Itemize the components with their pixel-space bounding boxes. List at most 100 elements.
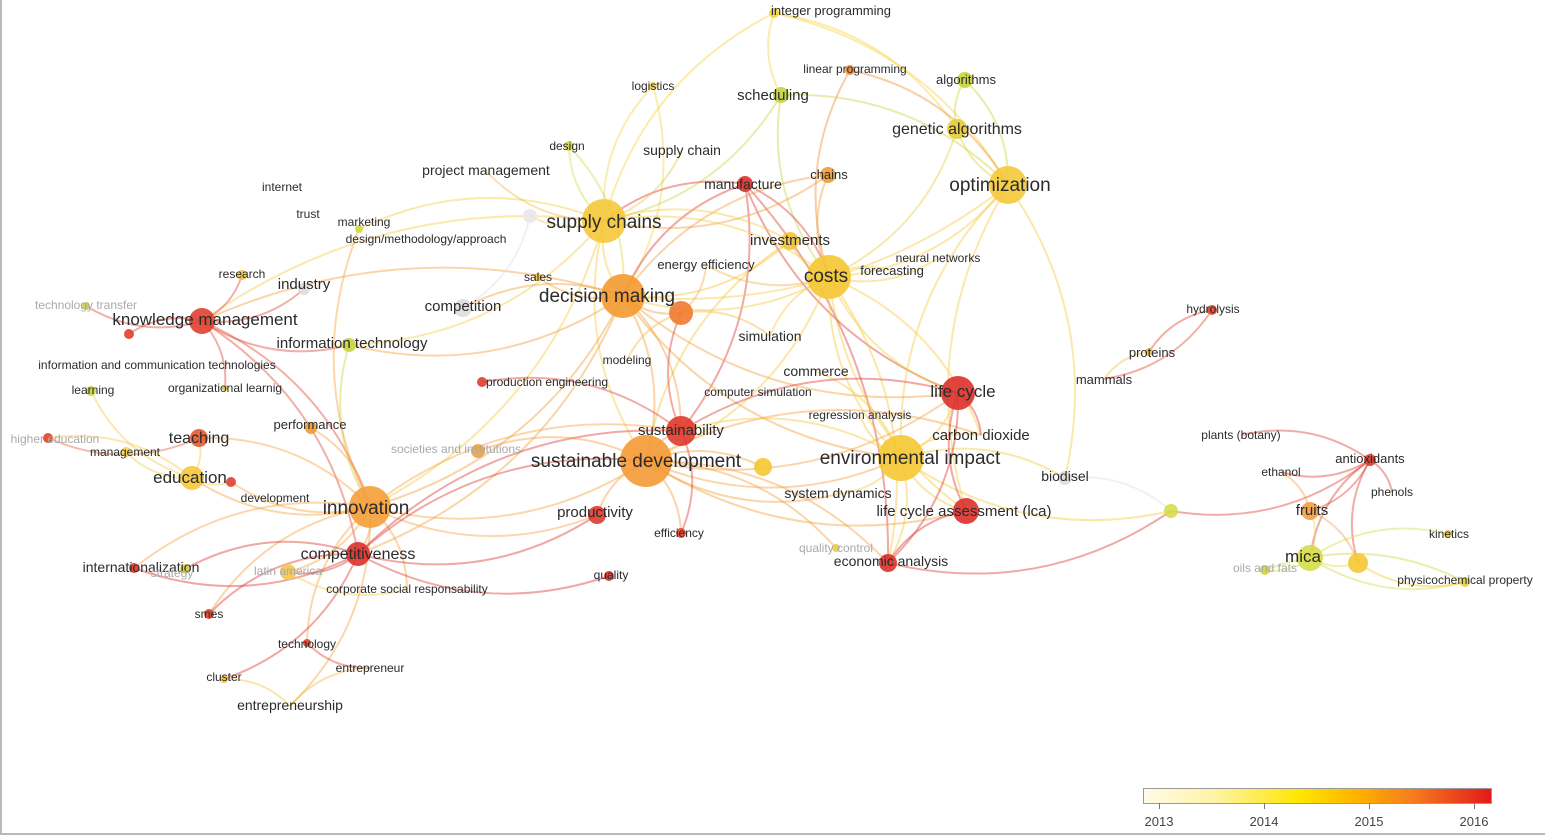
node-label-learning[interactable]: learning	[72, 383, 115, 397]
node-technology-transfer[interactable]	[82, 302, 90, 310]
node-label-management[interactable]: management	[90, 445, 161, 459]
node-sustainability[interactable]	[666, 416, 696, 446]
node-decision-making[interactable]	[601, 274, 645, 318]
node-label-latin-america[interactable]: latin america	[254, 564, 322, 578]
node-logistics[interactable]	[649, 82, 657, 90]
node-industry[interactable]	[298, 283, 310, 295]
node-label-internationalization[interactable]: internationalization	[83, 559, 200, 575]
node-label-manufacture[interactable]: manufacture	[704, 176, 782, 192]
node-internationalization[interactable]	[129, 563, 139, 573]
node-label-environmental-impact[interactable]: environmental impact	[820, 448, 1001, 469]
node-label-research[interactable]: research	[219, 267, 266, 281]
node-label-decision-making[interactable]: decision making	[539, 286, 675, 307]
node-optimization[interactable]	[989, 166, 1027, 204]
node-hydrolysis[interactable]	[1207, 305, 1217, 315]
node-label-supply-chains[interactable]: supply chains	[546, 212, 661, 233]
node-label-entrepreneur[interactable]: entrepreneur	[336, 661, 405, 675]
node-label-performance[interactable]: performance	[274, 417, 347, 432]
node-label-sustainable-development[interactable]: sustainable development	[531, 451, 742, 472]
node-smes[interactable]	[204, 609, 214, 619]
node-societies-and-institutions[interactable]	[471, 444, 485, 458]
node-quality[interactable]	[604, 571, 614, 581]
node-productivity[interactable]	[588, 506, 606, 524]
node-economic-analysis[interactable]	[879, 554, 897, 572]
node-label-teaching[interactable]: teaching	[169, 430, 230, 447]
node-label-oils-and-fats[interactable]: oils and fats	[1233, 561, 1297, 575]
node-label-neural-networks[interactable]: neural networks	[896, 251, 981, 265]
node-management[interactable]	[121, 447, 131, 457]
node-label-sustainability[interactable]: sustainability	[638, 422, 724, 439]
node-label-ethanol[interactable]: ethanol	[1261, 465, 1300, 479]
node-innovation[interactable]	[349, 486, 391, 528]
node-label-mammals[interactable]: mammals	[1076, 372, 1133, 387]
node-label-cluster[interactable]: cluster	[206, 670, 241, 684]
node-proteins[interactable]	[1145, 348, 1153, 356]
node-label-costs[interactable]: costs	[804, 266, 848, 287]
node-label-competition[interactable]: competition	[425, 298, 502, 315]
node-teaching[interactable]	[190, 429, 208, 447]
node-label-energy-efficiency[interactable]: energy efficiency	[657, 257, 755, 272]
node-label-entrepreneurship[interactable]: entrepreneurship	[237, 697, 343, 713]
node-fruits[interactable]	[1301, 502, 1319, 520]
node-competition[interactable]	[454, 299, 472, 317]
node-label-carbon-dioxide[interactable]: carbon dioxide	[932, 427, 1030, 444]
node-design[interactable]	[564, 141, 574, 151]
node-label-competitiveness[interactable]: competitiveness	[301, 546, 416, 563]
node-label-organizational-learnig[interactable]: organizational learnig	[168, 381, 282, 395]
node-label-quality[interactable]: quality	[594, 568, 629, 582]
node-production-engineering[interactable]	[477, 377, 487, 387]
node-antioxidants[interactable]	[1364, 454, 1376, 466]
node-label-linear-programming[interactable]: linear programming	[803, 62, 906, 76]
node-label-life-cycle-assessment[interactable]: life cycle assessment (lca)	[876, 503, 1051, 520]
node-label-information-technology[interactable]: information technology	[277, 335, 428, 352]
node-label-strategy[interactable]: strategy	[151, 566, 194, 580]
node-marketing[interactable]	[355, 225, 363, 233]
node-label-modeling[interactable]: modeling	[603, 353, 652, 367]
node-label-internet[interactable]: internet	[262, 180, 303, 194]
node-linear-programming[interactable]	[845, 65, 855, 75]
node-label-development[interactable]: development	[241, 491, 310, 505]
node-label-sales[interactable]: sales	[524, 270, 552, 284]
node-label-societies-and-institutions[interactable]: societies and institutions	[391, 442, 521, 456]
node-label-technology[interactable]: technology	[278, 637, 336, 651]
node-label-knowledge-management[interactable]: knowledge management	[112, 310, 298, 329]
node-quality-control[interactable]	[832, 544, 840, 552]
node-kinetics[interactable]	[1444, 530, 1452, 538]
node-label-hydrolysis[interactable]: hydrolysis	[1186, 302, 1239, 316]
node-label-quality-control[interactable]: quality control	[799, 541, 873, 555]
node-label-genetic-algorithms[interactable]: genetic algorithms	[892, 121, 1022, 138]
node-label-economic-analysis[interactable]: economic analysis	[834, 553, 948, 569]
node-unlabeled-3[interactable]	[1164, 504, 1178, 518]
node-label-trust[interactable]: trust	[296, 207, 320, 221]
node-label-innovation[interactable]: innovation	[323, 498, 410, 519]
node-label-optimization[interactable]: optimization	[949, 175, 1050, 196]
node-efficiency[interactable]	[676, 528, 686, 538]
node-knowledge-management[interactable]	[189, 308, 215, 334]
node-label-phenols[interactable]: phenols	[1371, 485, 1413, 499]
node-label-mica[interactable]: mica	[1285, 547, 1321, 566]
node-label-education[interactable]: education	[153, 468, 227, 487]
node-unlabeled-5[interactable]	[523, 209, 537, 223]
node-life-cycle[interactable]	[941, 376, 975, 410]
node-costs[interactable]	[807, 255, 851, 299]
node-label-kinetics[interactable]: kinetics	[1429, 527, 1469, 541]
node-learning[interactable]	[86, 386, 96, 396]
node-organizational-learnig[interactable]	[222, 385, 228, 391]
node-label-design[interactable]: design	[549, 139, 584, 153]
node-education[interactable]	[180, 466, 204, 490]
node-label-productivity[interactable]: productivity	[557, 504, 633, 521]
node-label-simulation[interactable]: simulation	[738, 328, 801, 344]
node-label-algorithms[interactable]: algorithms	[936, 72, 996, 87]
node-label-project-management[interactable]: project management	[422, 162, 550, 178]
node-higher-education[interactable]	[43, 433, 53, 443]
node-label-physicochemical-property[interactable]: physicochemical property	[1397, 573, 1532, 587]
node-label-technology-transfer[interactable]: technology transfer	[35, 298, 137, 312]
node-label-regression-analysis[interactable]: regression analysis	[809, 408, 912, 422]
node-research[interactable]	[237, 270, 247, 280]
node-biodisel[interactable]	[1058, 471, 1072, 485]
node-cluster[interactable]	[220, 675, 228, 683]
node-label-plants-botany[interactable]: plants (botany)	[1201, 428, 1280, 442]
node-competitiveness[interactable]	[346, 542, 370, 566]
node-genetic-algorithms[interactable]	[947, 119, 967, 139]
